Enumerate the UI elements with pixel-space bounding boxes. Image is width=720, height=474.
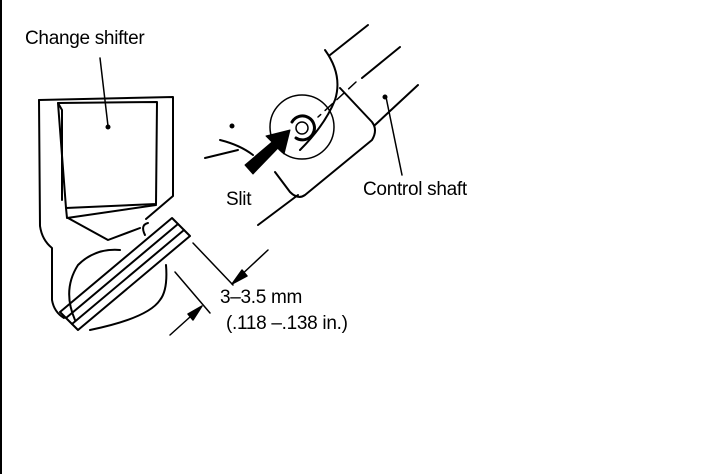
slit-arrow bbox=[244, 129, 291, 175]
label-dimension-mm: 3–3.5 mm bbox=[220, 287, 303, 308]
change-shifter bbox=[38, 57, 174, 331]
control-shaft bbox=[204, 24, 419, 226]
label-change-shifter: Change shifter bbox=[25, 28, 145, 49]
label-dimension-in: (.118 –.138 in.) bbox=[226, 313, 348, 334]
pin bbox=[59, 217, 191, 331]
label-slit: Slit bbox=[226, 189, 252, 210]
dimension bbox=[169, 242, 269, 336]
label-control-shaft: Control shaft bbox=[363, 179, 467, 200]
